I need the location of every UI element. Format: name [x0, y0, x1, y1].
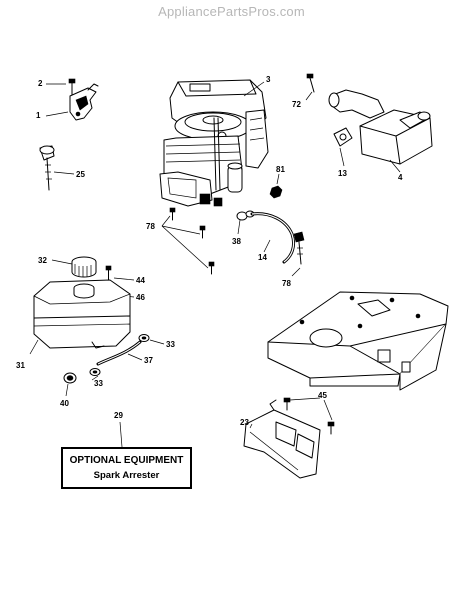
callout-1: 1 [36, 111, 41, 120]
leader-29 [119, 421, 123, 448]
part-37-fuel-line [96, 340, 142, 366]
leader-44 [113, 277, 135, 281]
leader-3 [243, 81, 265, 97]
spark-arrester-label: Spark Arrester [93, 470, 160, 481]
callout-32: 32 [38, 256, 47, 265]
part-38-clamp [236, 210, 255, 221]
part-14-fuel-line [250, 212, 296, 264]
optional-equipment-title: OPTIONAL EQUIPMENT [69, 455, 184, 466]
callout-33b: 33 [94, 379, 103, 388]
part-2-screw [68, 78, 76, 96]
callout-72: 72 [292, 100, 301, 109]
callout-45: 45 [318, 391, 327, 400]
leader-37 [127, 353, 143, 361]
optional-equipment-box: OPTIONAL EQUIPMENT Spark Arrester [61, 447, 192, 489]
leader-4 [389, 159, 401, 173]
callout-44: 44 [136, 276, 145, 285]
part-1-control-bracket [69, 83, 99, 121]
part-4-muffler [328, 89, 433, 165]
callout-31: 31 [16, 361, 25, 370]
leader-45b [323, 399, 333, 421]
mounting-plate [267, 291, 449, 391]
part-23-heat-shield [243, 399, 321, 479]
callout-46: 46 [136, 293, 145, 302]
site-watermark: AppliancePartsPros.com [158, 4, 305, 19]
part-78-bolts [169, 207, 215, 275]
callout-40: 40 [60, 399, 69, 408]
callout-3: 3 [266, 75, 271, 84]
leader-45a [289, 397, 321, 401]
part-78-bolt-right [293, 231, 305, 265]
callout-2: 2 [38, 79, 43, 88]
leader-78a-3 [161, 225, 209, 269]
leader-32 [51, 259, 73, 265]
part-40-grommet [63, 372, 77, 384]
callout-38: 38 [232, 237, 241, 246]
part-25-knob [39, 145, 55, 191]
leader-78a-1 [161, 215, 171, 227]
leader-1 [45, 111, 69, 117]
leader-72 [305, 91, 313, 101]
callout-78a: 78 [146, 222, 155, 231]
leader-78b [291, 267, 301, 277]
leader-81 [276, 173, 280, 185]
leader-33a [149, 339, 165, 345]
part-33-clamp-lower [89, 368, 101, 376]
callout-81: 81 [276, 165, 285, 174]
callout-29: 29 [114, 411, 123, 420]
leader-40 [65, 383, 69, 397]
callout-13: 13 [338, 169, 347, 178]
part-31-fuel-tank [33, 279, 131, 349]
leader-78a-2 [161, 225, 201, 235]
leader-38 [237, 219, 241, 235]
part-81-nut [269, 185, 283, 199]
part-33-clamp-upper [138, 334, 150, 342]
callout-78b: 78 [282, 279, 291, 288]
callout-23: 23 [240, 418, 249, 427]
part-32-fuel-cap [71, 256, 97, 278]
callout-33a: 33 [166, 340, 175, 349]
leader-33b [91, 375, 99, 381]
callout-25: 25 [76, 170, 85, 179]
part-72-bolt [306, 73, 315, 93]
callout-37: 37 [144, 356, 153, 365]
leader-25 [53, 171, 75, 175]
leader-23 [249, 423, 253, 429]
callout-14: 14 [258, 253, 267, 262]
leader-31 [29, 339, 39, 355]
callout-4: 4 [398, 173, 403, 182]
leader-14 [263, 239, 271, 253]
leader-13 [339, 147, 345, 167]
part-13-gasket [333, 127, 353, 147]
part-3-engine [159, 79, 269, 207]
